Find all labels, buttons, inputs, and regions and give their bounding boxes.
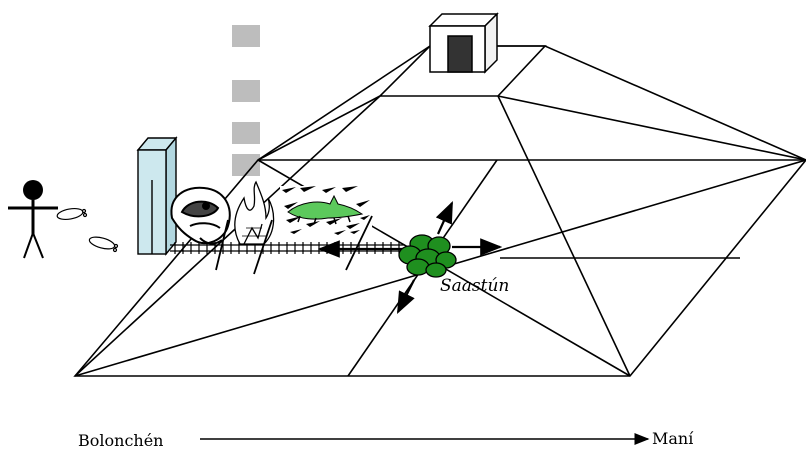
slash-marks: [215, 215, 373, 275]
bolonchen-label: Bolonchén: [78, 431, 163, 450]
person-icon: [8, 180, 58, 259]
arrow-south: [397, 279, 415, 314]
grey-square-column: [232, 25, 260, 176]
serpent-head-icon: [170, 186, 231, 245]
top-edge-right: [497, 95, 806, 161]
stela-icon: [136, 136, 178, 256]
fire-icon: [234, 180, 275, 245]
temple-icon: [428, 12, 499, 74]
pyramid-top-platform: [378, 45, 547, 97]
crocodile-icon: [287, 194, 364, 225]
ridge-front-right: [497, 95, 631, 377]
arrow-north: [435, 200, 454, 235]
mani-label: Maní: [652, 429, 694, 448]
direction-arrows: [317, 200, 503, 314]
ridge-front-left: [74, 95, 381, 377]
top-edge-left: [257, 95, 381, 161]
footprints-icon: [56, 207, 119, 253]
stones-icon: [398, 234, 457, 278]
saastun-label: Saastún: [440, 276, 509, 296]
